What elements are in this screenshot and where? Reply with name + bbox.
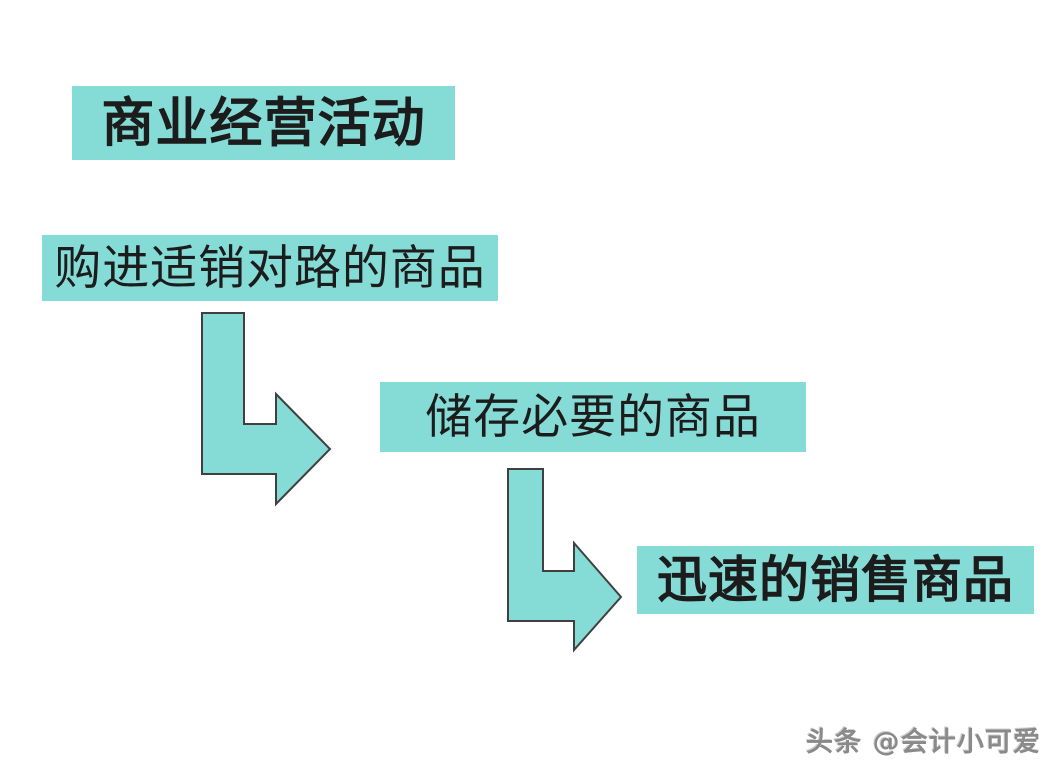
page-title: 商业经营活动: [101, 91, 426, 154]
bent-arrow-shape: [201, 312, 332, 507]
bent-arrow-shape: [507, 468, 623, 653]
flow-step-label: 储存必要的商品: [425, 389, 761, 445]
bent-arrow-purchase-to-store: [201, 312, 332, 507]
flow-step-sell: 迅速的销售商品: [637, 546, 1034, 614]
flow-step-label: 迅速的销售商品: [657, 550, 1014, 609]
flow-step-purchase: 购进适销对路的商品: [42, 235, 498, 301]
bent-arrow-store-to-sell: [507, 468, 623, 653]
flow-step-label: 购进适销对路的商品: [54, 240, 486, 296]
flow-step-store: 储存必要的商品: [380, 382, 806, 452]
slide-title-box: 商业经营活动: [72, 86, 455, 160]
watermark-text: 头条 @会计小可爱: [806, 727, 1042, 758]
